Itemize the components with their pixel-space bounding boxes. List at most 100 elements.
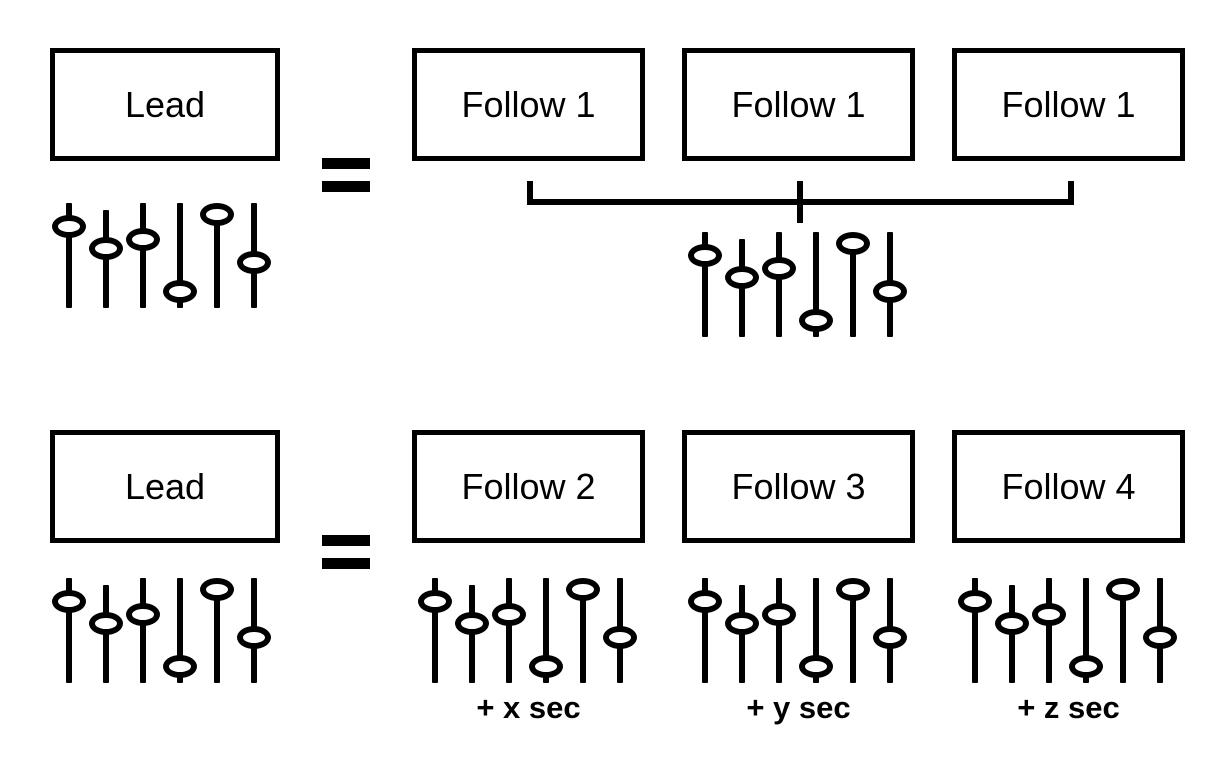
- slider-knob[interactable]: [873, 626, 907, 649]
- slider-channel-1[interactable]: [688, 232, 722, 337]
- slider-knob[interactable]: [799, 655, 833, 678]
- slider-channel-2[interactable]: [725, 578, 759, 683]
- slider-track: [702, 578, 708, 683]
- slider-channel-2[interactable]: [89, 203, 123, 308]
- slider-knob[interactable]: [455, 612, 489, 635]
- slider-channel-6[interactable]: [237, 203, 271, 308]
- slider-knob[interactable]: [995, 612, 1029, 635]
- slider-channel-6[interactable]: [237, 578, 271, 683]
- slider-channel-1[interactable]: [52, 578, 86, 683]
- slider-track: [813, 578, 819, 683]
- slider-knob[interactable]: [52, 590, 86, 613]
- slider-channel-5[interactable]: [566, 578, 600, 683]
- slider-knob[interactable]: [1069, 655, 1103, 678]
- slider-track: [972, 578, 978, 683]
- slider-knob[interactable]: [762, 603, 796, 626]
- slider-knob[interactable]: [1143, 626, 1177, 649]
- slider-track: [1083, 578, 1089, 683]
- slider-channel-6[interactable]: [873, 232, 907, 337]
- slider-channel-1[interactable]: [52, 203, 86, 308]
- follow-box-row2-2[interactable]: Follow 3: [682, 430, 915, 543]
- slider-knob[interactable]: [836, 232, 870, 255]
- slider-channel-2[interactable]: [455, 578, 489, 683]
- slider-channel-3[interactable]: [762, 232, 796, 337]
- slider-channel-5[interactable]: [836, 578, 870, 683]
- slider-knob[interactable]: [200, 203, 234, 226]
- slider-knob[interactable]: [163, 655, 197, 678]
- slider-knob[interactable]: [492, 603, 526, 626]
- slider-knob[interactable]: [52, 215, 86, 238]
- follow-box-row1-3[interactable]: Follow 1: [952, 48, 1185, 161]
- slider-track: [140, 203, 146, 308]
- slider-knob[interactable]: [725, 612, 759, 635]
- slider-knob[interactable]: [688, 244, 722, 267]
- slider-channel-3[interactable]: [126, 203, 160, 308]
- lead-box-row1[interactable]: Lead: [50, 48, 280, 161]
- slider-channel-6[interactable]: [603, 578, 637, 683]
- slider-track: [214, 581, 220, 683]
- slider-channel-4[interactable]: [163, 203, 197, 308]
- slider-channel-6[interactable]: [873, 578, 907, 683]
- slider-channel-2[interactable]: [725, 232, 759, 337]
- slider-knob[interactable]: [762, 257, 796, 280]
- slider-channel-2[interactable]: [89, 578, 123, 683]
- slider-channel-4[interactable]: [799, 232, 833, 337]
- follow-box-row1-2[interactable]: Follow 1: [682, 48, 915, 161]
- slider-knob[interactable]: [418, 590, 452, 613]
- slider-knob[interactable]: [1032, 603, 1066, 626]
- slider-knob[interactable]: [237, 251, 271, 274]
- equals-bar-bottom: [322, 181, 370, 192]
- slider-track: [177, 203, 183, 308]
- slider-knob[interactable]: [958, 590, 992, 613]
- slider-knob[interactable]: [688, 590, 722, 613]
- slider-knob[interactable]: [566, 578, 600, 601]
- slider-channel-4[interactable]: [1069, 578, 1103, 683]
- lead-box-row2-label: Lead: [124, 465, 206, 507]
- slider-track: [432, 578, 438, 683]
- slider-knob[interactable]: [799, 309, 833, 332]
- slider-knob[interactable]: [89, 612, 123, 635]
- slider-channel-3[interactable]: [762, 578, 796, 683]
- slider-knob[interactable]: [603, 626, 637, 649]
- slider-channel-3[interactable]: [126, 578, 160, 683]
- slider-channel-5[interactable]: [836, 232, 870, 337]
- slider-knob[interactable]: [89, 237, 123, 260]
- slider-knob[interactable]: [836, 578, 870, 601]
- slider-channel-3[interactable]: [1032, 578, 1066, 683]
- slider-channel-1[interactable]: [418, 578, 452, 683]
- slider-track: [543, 578, 549, 683]
- slider-channel-6[interactable]: [1143, 578, 1177, 683]
- slider-knob[interactable]: [237, 626, 271, 649]
- slider-knob[interactable]: [529, 655, 563, 678]
- slider-channel-5[interactable]: [200, 203, 234, 308]
- slider-channel-1[interactable]: [958, 578, 992, 683]
- slider-channel-4[interactable]: [529, 578, 563, 683]
- slider-knob[interactable]: [725, 266, 759, 289]
- follow-box-row2-2-label: Follow 3: [731, 465, 866, 507]
- slider-knob[interactable]: [126, 603, 160, 626]
- follow-slider-group-row2-2: [688, 578, 910, 683]
- lead-box-row2[interactable]: Lead: [50, 430, 280, 543]
- slider-channel-4[interactable]: [163, 578, 197, 683]
- slider-channel-5[interactable]: [200, 578, 234, 683]
- follow-box-row1-3-label: Follow 1: [1001, 83, 1136, 125]
- follow-box-row2-3[interactable]: Follow 4: [952, 430, 1185, 543]
- bracket-tick-left: [527, 181, 533, 205]
- slider-channel-2[interactable]: [995, 578, 1029, 683]
- slider-knob[interactable]: [163, 280, 197, 303]
- slider-track: [214, 206, 220, 308]
- follow-box-row1-1[interactable]: Follow 1: [412, 48, 645, 161]
- slider-channel-5[interactable]: [1106, 578, 1140, 683]
- equals-bar-top: [322, 158, 370, 169]
- slider-track: [1120, 581, 1126, 683]
- slider-knob[interactable]: [873, 280, 907, 303]
- slider-knob[interactable]: [1106, 578, 1140, 601]
- slider-knob[interactable]: [126, 228, 160, 251]
- equals-bar-top: [322, 535, 370, 546]
- slider-channel-4[interactable]: [799, 578, 833, 683]
- slider-knob[interactable]: [200, 578, 234, 601]
- slider-channel-3[interactable]: [492, 578, 526, 683]
- follow-box-row2-1[interactable]: Follow 2: [412, 430, 645, 543]
- slider-channel-1[interactable]: [688, 578, 722, 683]
